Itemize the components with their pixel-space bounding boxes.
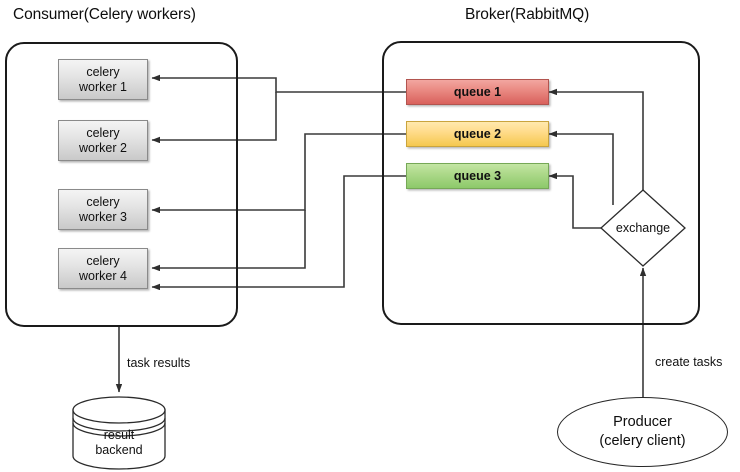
queue-3[interactable]: queue 3 [406,163,549,189]
queue-1-label: queue 1 [453,85,502,99]
celery-worker-3-line2: worker 3 [79,209,127,224]
exchange-diamond-shape [600,189,686,267]
wire-queue1-to-worker1 [151,74,406,93]
result-backend-line2: backend [95,443,143,457]
queue-2-label: queue 2 [453,127,502,141]
producer-line1: Producer [613,414,672,430]
consumer-group-title: Consumer(Celery workers) [13,6,196,23]
celery-worker-4-line2: worker 4 [79,268,127,283]
broker-group-container [382,41,700,325]
result-backend-node[interactable]: result backend [73,428,165,464]
celery-worker-3[interactable]: celery worker 3 [58,189,148,230]
celery-worker-4[interactable]: celery worker 4 [58,248,148,289]
celery-worker-2[interactable]: celery worker 2 [58,120,148,161]
wire-exchange-to-queue2 [548,130,614,205]
exchange-node[interactable]: exchange [601,190,685,266]
edge-label-create-tasks: create tasks [655,355,723,369]
result-backend-line1: result [103,428,135,442]
queue-2[interactable]: queue 2 [406,121,549,147]
celery-worker-1[interactable]: celery worker 1 [58,59,148,100]
queue-1[interactable]: queue 1 [406,79,549,105]
wire-queue3-to-worker4 [151,175,406,291]
celery-worker-1-line2: worker 1 [79,79,127,94]
consumer-group-container [5,42,238,327]
wire-exchange-to-queue1 [548,88,644,190]
edge-label-task-results: task results [127,356,191,370]
queue-3-label: queue 3 [453,169,502,183]
wire-exchange-to-queue3 [548,172,601,229]
exchange-label: exchange [615,221,671,235]
wire-queue1-to-worker2 [151,92,277,144]
producer-node[interactable]: Producer (celery client) [557,397,728,467]
result-backend-cylinder-shape [72,396,166,470]
broker-group-title: Broker(RabbitMQ) [465,6,590,23]
celery-worker-3-line1: celery [86,194,120,209]
wire-queue2-to-worker3 [151,133,406,214]
producer-line2: (celery client) [599,433,686,449]
celery-worker-1-line1: celery [86,64,120,79]
celery-worker-4-line1: celery [86,253,120,268]
wire-queue2-to-worker4 [151,210,306,272]
celery-worker-2-line2: worker 2 [79,140,127,155]
celery-worker-2-line1: celery [86,125,120,140]
